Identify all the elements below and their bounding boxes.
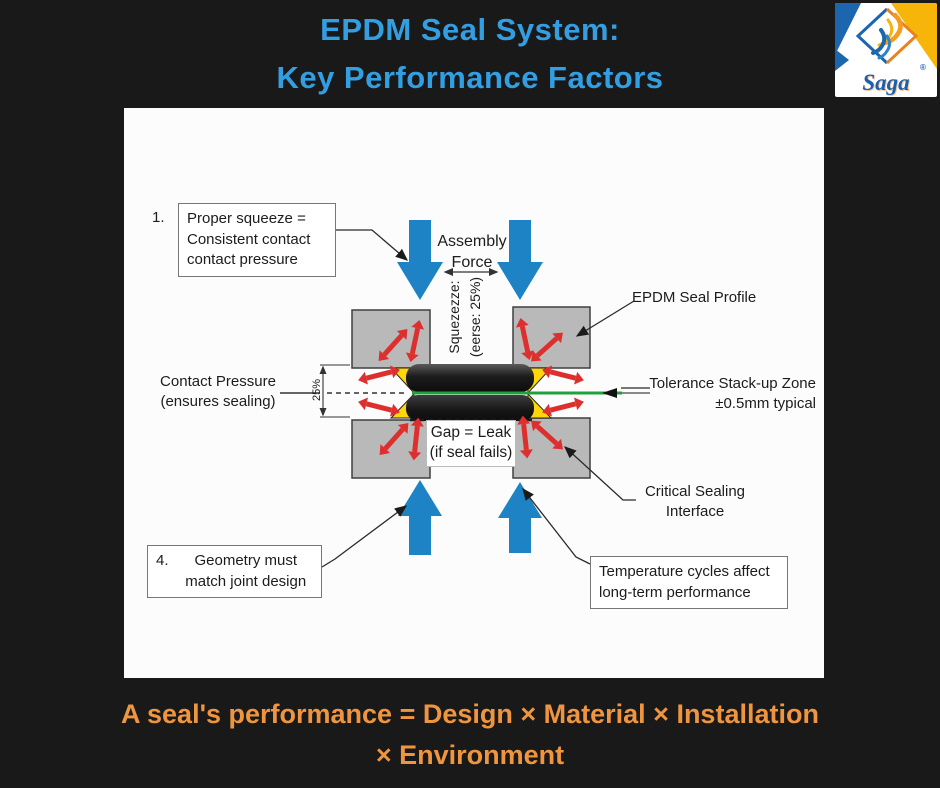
callout4-box: 4. Geometry must match joint design bbox=[147, 545, 322, 599]
joint-block-upper-left bbox=[351, 309, 431, 369]
leader-callout4 bbox=[321, 505, 408, 568]
temperature-box: Temperature cycles affect long-term perf… bbox=[590, 556, 788, 610]
logo-blue-tip-shape bbox=[835, 49, 849, 71]
leader-temperature bbox=[522, 487, 591, 565]
assembly-force-label: Assembly Force bbox=[437, 233, 507, 272]
critical-interface-label: Critical Sealing Interface bbox=[644, 483, 746, 520]
squeeze-rotated-line2: (eerse: 25%) bbox=[467, 276, 483, 358]
registered-trademark-symbol: ® bbox=[920, 63, 926, 72]
tolerance-label: Tolerance Stack-up Zone ±0.5mm typical bbox=[649, 375, 816, 412]
assembly-force-up-arrow-left bbox=[398, 480, 442, 555]
epdm-seal-body bbox=[406, 364, 534, 422]
footer-caption: A seal's performance = Design × Material… bbox=[0, 694, 940, 776]
footer-caption-line2: × Environment bbox=[375, 740, 565, 770]
tolerance-zone-line bbox=[412, 388, 650, 398]
assembly-force-up-arrow-right bbox=[498, 482, 542, 553]
assembly-force-dimension bbox=[443, 268, 499, 276]
flame-icon bbox=[871, 12, 903, 60]
page-title-line2: Key Performance Factors bbox=[276, 60, 664, 95]
brand-wordmark: Saga bbox=[862, 70, 910, 95]
squeeze-dimension-lines bbox=[319, 364, 350, 418]
squeeze-dimension-label: 25% bbox=[311, 378, 323, 402]
contact-pressure-label: Contact Pressure (ensures sealing) bbox=[160, 373, 276, 410]
saga-logo: Saga ® bbox=[835, 3, 937, 97]
seal-diagram-graphic bbox=[280, 220, 650, 568]
epdm-profile-label: EPDM Seal Profile bbox=[632, 289, 757, 306]
squeeze-rotated-line1: Squezezze: bbox=[446, 280, 462, 354]
callout-leader-lines bbox=[321, 229, 650, 568]
callout1-number: 1. bbox=[152, 209, 165, 226]
callout4-text: Geometry must match joint design bbox=[185, 552, 307, 590]
callout1-box: Proper squeeze = Consistent contact cont… bbox=[178, 203, 336, 278]
leader-epdm-profile bbox=[575, 300, 635, 337]
squeeze-rotated-label: Squezezze: (eerse: 25%) bbox=[444, 271, 488, 363]
callout4-number: 4. bbox=[156, 552, 169, 569]
assembly-force-down-arrow-left bbox=[397, 220, 443, 300]
assembly-force-down-arrow-right bbox=[497, 220, 543, 300]
logo-diamond-blue-edge bbox=[855, 7, 889, 65]
page-title: EPDM Seal System: Key Performance Factor… bbox=[0, 6, 940, 102]
logo-blue-corner-shape bbox=[835, 3, 861, 55]
diagram-panel: 1. Proper squeeze = Consistent contact c… bbox=[124, 108, 824, 678]
footer-caption-line1: A seal's performance = Design × Material… bbox=[121, 699, 819, 729]
leader-critical-interface bbox=[564, 446, 636, 501]
page-title-line1: EPDM Seal System: bbox=[320, 12, 620, 47]
gap-leak-label: Gap = Leak (if seal fails) bbox=[426, 420, 516, 467]
saga-logo-graphic bbox=[835, 3, 937, 71]
leader-callout1 bbox=[335, 229, 408, 261]
